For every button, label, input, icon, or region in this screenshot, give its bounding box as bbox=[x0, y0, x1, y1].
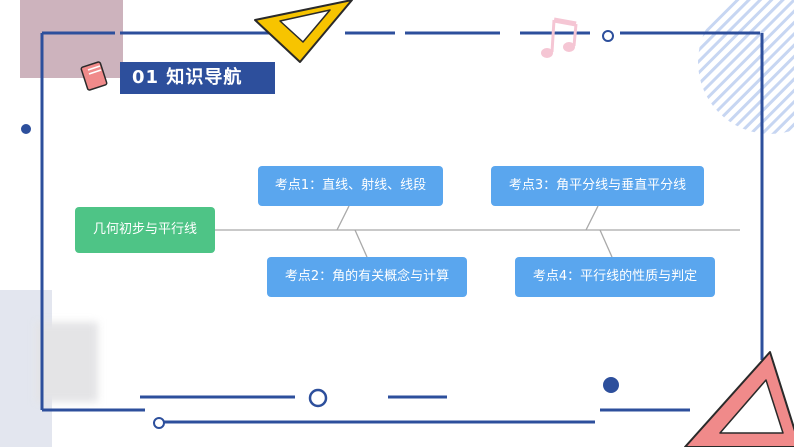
diagram-node-topic3: 考点3：角平分线与垂直平分线 bbox=[491, 166, 704, 206]
striped-circle-decoration bbox=[698, 0, 794, 134]
book-icon bbox=[80, 61, 108, 91]
blurred-block-bottom-left bbox=[36, 322, 98, 402]
diagram-root-node: 几何初步与平行线 bbox=[75, 207, 215, 253]
ring-decoration bbox=[153, 417, 165, 429]
diagram-node-topic1: 考点1：直线、射线、线段 bbox=[258, 166, 443, 206]
ring-decoration bbox=[602, 30, 614, 42]
music-note-icon bbox=[541, 17, 578, 58]
diagram-node-topic4: 考点4：平行线的性质与判定 bbox=[515, 257, 715, 297]
diagram-node-topic2: 考点2：角的有关概念与计算 bbox=[267, 257, 467, 297]
ring-decoration bbox=[308, 388, 328, 408]
dot-decoration bbox=[603, 377, 619, 393]
dot-decoration bbox=[21, 124, 31, 134]
section-title: 01 知识导航 bbox=[120, 62, 275, 94]
yellow-triangle-decoration bbox=[254, 0, 353, 63]
fishbone-lines bbox=[215, 205, 740, 258]
corner-block-top-left bbox=[20, 0, 123, 78]
pink-triangle-decoration bbox=[684, 351, 794, 447]
